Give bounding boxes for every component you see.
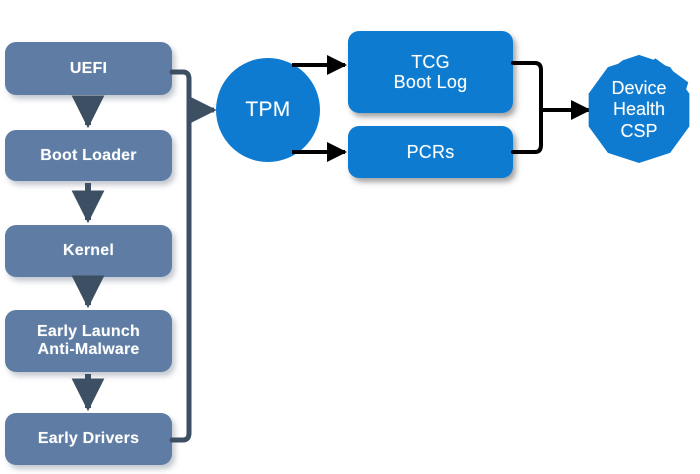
connector-boot-chain-to-tpm	[169, 69, 192, 443]
node-pcrs-shape[interactable]	[348, 126, 513, 178]
node-boot-loader-shape[interactable]	[5, 130, 172, 181]
node-early-drivers-shape[interactable]	[5, 413, 172, 465]
node-tpm-shape[interactable]	[216, 58, 320, 162]
node-tcg-boot-log-shape[interactable]	[348, 31, 513, 113]
node-uefi-shape[interactable]	[5, 42, 172, 95]
node-elam-shape[interactable]	[5, 310, 172, 372]
node-device-health-csp-shape[interactable]	[588, 54, 690, 163]
connector-measurements-to-device-health	[511, 61, 543, 154]
node-kernel-shape[interactable]	[5, 225, 172, 277]
